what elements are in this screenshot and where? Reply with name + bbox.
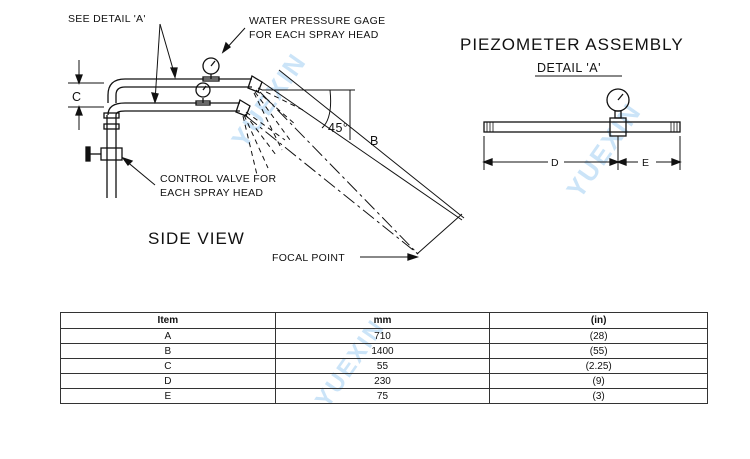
cell-mm: 55 — [274, 358, 491, 374]
cell-mm: 230 — [274, 373, 491, 389]
engineering-drawing: YUEXIN YUEXIN — [68, 13, 684, 264]
dimension-e-label: E — [642, 157, 649, 169]
watermark-left: YUEXIN — [225, 47, 312, 153]
valve-label-line2: EACH SPRAY HEAD — [160, 187, 263, 199]
watermark-right: YUEXIN — [560, 97, 647, 203]
see-detail-label: SEE DETAIL 'A' — [68, 13, 146, 25]
angle-label: 45° — [328, 121, 348, 135]
header-in: (in) — [489, 312, 708, 329]
cell-mm: 75 — [274, 388, 491, 404]
cell-item: C — [60, 358, 276, 374]
table-header-row: Item mm (in) — [60, 312, 708, 329]
side-view — [68, 23, 465, 261]
table-row: C 55 (2.25) — [60, 358, 708, 374]
gauge-label-line1: WATER PRESSURE GAGE — [249, 15, 385, 27]
header-item: Item — [60, 312, 276, 329]
cell-in: (2.25) — [489, 358, 708, 374]
table-row: A 710 (28) — [60, 328, 708, 344]
cell-item: E — [60, 388, 276, 404]
dimension-d-label: D — [551, 157, 559, 169]
cell-item: A — [60, 328, 276, 344]
cell-in: (28) — [489, 328, 708, 344]
dimension-c-label: C — [72, 90, 82, 104]
table-row: E 75 (3) — [60, 388, 708, 404]
table-row: D 230 (9) — [60, 373, 708, 389]
table-row: B 1400 (55) — [60, 343, 708, 359]
dimension-table: Item mm (in) A 710 (28) B 1400 (55) C 55… — [60, 312, 708, 404]
detail-title: PIEZOMETER ASSEMBLY — [460, 35, 684, 54]
cell-in: (55) — [489, 343, 708, 359]
cell-item: D — [60, 373, 276, 389]
cell-item: B — [60, 343, 276, 359]
detail-subtitle: DETAIL 'A' — [537, 61, 601, 75]
header-mm: mm — [274, 312, 491, 329]
piezometer-detail — [482, 88, 682, 170]
cell-mm: 710 — [274, 328, 491, 344]
gauge-label-line2: FOR EACH SPRAY HEAD — [249, 29, 379, 41]
cell-mm: 1400 — [274, 343, 491, 359]
dimension-b-label: B — [370, 134, 379, 148]
valve-label-line1: CONTROL VALVE FOR — [160, 173, 276, 185]
cell-in: (9) — [489, 373, 708, 389]
focal-point-label: FOCAL POINT — [272, 252, 345, 264]
cell-in: (3) — [489, 388, 708, 404]
side-view-title: SIDE VIEW — [148, 229, 245, 248]
